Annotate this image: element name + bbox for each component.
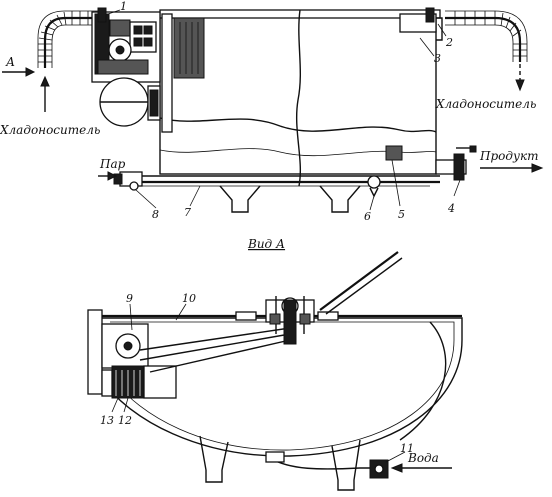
drive-mechanism (91, 11, 205, 133)
callout-2: 2 (445, 36, 453, 49)
agitator-assembly (265, 296, 315, 345)
steam-inlet (113, 171, 143, 191)
callout-3: 3 (434, 52, 441, 65)
callout-7: 7 (184, 206, 191, 219)
steam-label: Пар (99, 157, 126, 171)
support-leg-left (219, 185, 261, 213)
callout-9: 9 (126, 292, 133, 305)
callout-11: 11 (400, 442, 414, 455)
callout-10: 10 (182, 292, 196, 305)
coolant-in-label: Хладоноситель (0, 123, 100, 137)
right-hose-ribs (454, 11, 527, 57)
callout-8: 8 (152, 208, 159, 221)
top-leader-lines (107, 9, 461, 211)
view-a-tank-body (101, 317, 463, 457)
callout-12: 12 (118, 414, 132, 427)
arrow-a-label: А (5, 55, 15, 69)
water-arrow (390, 463, 452, 473)
callout-5: 5 (398, 208, 405, 221)
support-leg-right (319, 185, 361, 213)
side-elevation (37, 7, 528, 213)
view-a-leg-right (331, 439, 361, 491)
product-valve (435, 145, 477, 181)
view-a-leader-lines (111, 303, 406, 463)
left-hose-ribs (38, 11, 97, 63)
callout-4: 4 (447, 202, 455, 215)
water-label: Вода (407, 451, 439, 465)
product-label: Продукт (479, 149, 538, 163)
view-a (87, 251, 463, 491)
callout-1: 1 (120, 0, 127, 13)
callout-13: 13 (100, 414, 114, 427)
top-flow-arrows (2, 64, 544, 181)
view-a-leg-left (199, 435, 229, 483)
coolant-out-label: Хладоноситель (435, 97, 536, 111)
lid-handle (319, 251, 399, 311)
callout-6: 6 (364, 210, 371, 223)
view-a-label: Вид А (247, 237, 285, 251)
